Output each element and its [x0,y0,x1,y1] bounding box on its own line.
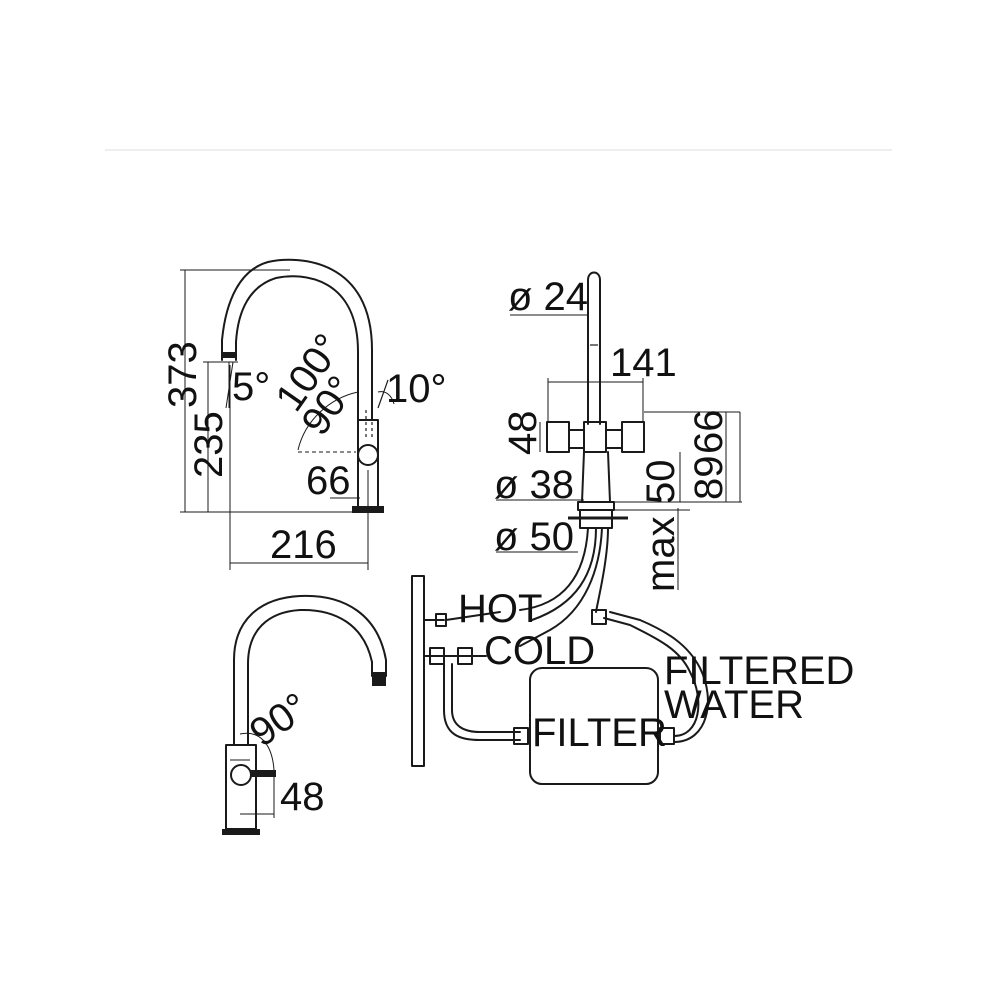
dim-141: 141 [610,341,677,385]
dim-dia-24: ø 24 [508,275,588,319]
label-filtered: FILTERED [664,649,854,693]
dim-5-deg: 5° [232,365,270,409]
dim-66: 66 [306,459,351,503]
label-filter: FILTER [532,711,667,755]
dim-48-bottom: 48 [280,775,325,819]
top-view: 90° 48 [222,594,387,835]
dim-89: 89 [687,456,731,501]
side-view: 373 235 5° 100° 90° 10° 66 216 [161,258,447,570]
label-water: WATER [664,683,804,727]
dim-max: max [639,516,683,592]
plumbing-view: HOT COLD FILTERED WATER FILTER [411,575,854,785]
dim-66-side: 66 [687,410,731,455]
dim-dia-50: ø 50 [494,515,574,559]
dim-50-vert: 50 [639,460,683,505]
dim-216: 216 [270,523,337,567]
label-hot: HOT [458,587,542,631]
dim-10-deg: 10° [386,367,447,411]
dim-48-top: 48 [501,411,545,456]
dim-373: 373 [161,341,205,408]
dim-dia-38: ø 38 [494,463,574,507]
dim-235: 235 [187,411,231,478]
front-view: ø 24 141 48 66 89 ø 38 50 ø 50 max [494,271,742,647]
label-cold: COLD [484,629,595,673]
